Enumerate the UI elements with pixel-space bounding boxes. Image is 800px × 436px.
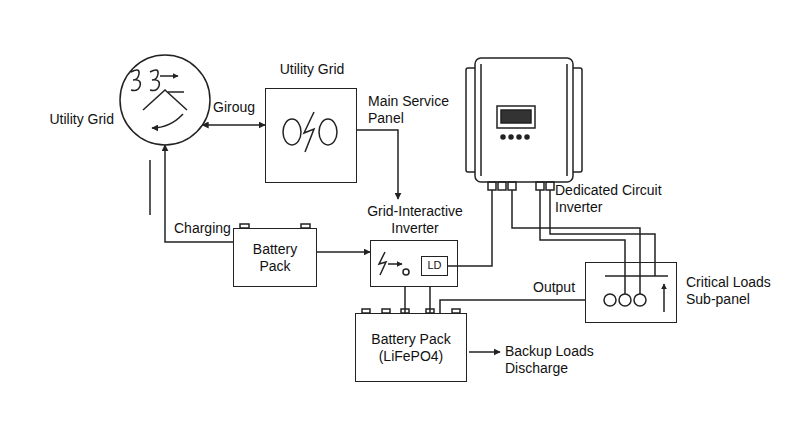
connector [440,300,585,313]
grid-lead [149,160,151,215]
connector [404,287,406,313]
panel-wire [625,262,655,294]
ld-box: LD [421,256,448,276]
battery-box: Battery Pack [233,228,317,287]
busbar [605,275,668,277]
device-button [525,135,529,139]
connector [317,251,370,253]
node-heading: Utility Grid [252,61,372,78]
device-screen [497,106,535,128]
device-button [501,135,505,139]
sub-panel-box: Critical Loads Sub-panel [585,262,677,323]
node-heading: Critical Loads Sub-panel [686,274,796,308]
grid-curve-arrow [152,114,183,128]
connector [357,130,398,199]
edge-label: Giroug [211,99,257,116]
device-terminal [498,182,506,190]
annotation: Backup Loads Discharge [505,343,609,377]
node-heading: Main Service Panel [368,93,460,127]
node-label: Battery Pack (LiFePO4) [363,331,459,365]
breaker-circle [619,294,631,306]
inverter-arrow [388,263,402,265]
grid-circle-node: Utility Grid [120,55,210,145]
service-panel-box: Utility GridMain Service Panel [265,88,357,183]
grid-circle [120,55,210,145]
grid-squiggle [150,70,159,91]
device-terminal [536,182,544,190]
node-heading: Grid-Interactive Inverter [355,203,475,237]
breaker-symbol [319,119,337,145]
connector [202,124,265,126]
grid-tick [168,91,184,93]
breaker-symbol [283,119,301,145]
device-terminal [508,182,516,190]
device-display [501,110,531,123]
node-heading: Dedicated Circuit Inverter [555,182,671,216]
bolt-symbol [379,252,386,275]
connector [165,145,233,242]
connector [448,190,492,266]
node-label: Battery Pack [244,241,306,275]
breaker-circle [634,294,646,306]
grid-chevron [143,90,187,110]
device-body [475,58,573,182]
inverter-node [403,269,409,275]
edge-label: Charging [172,220,233,237]
node-label: LD [427,259,441,272]
grid-tick [160,75,178,77]
battery-box: Battery Pack (LiFePO4) [355,313,467,382]
inverter-device: Dedicated Circuit Inverter [462,55,582,190]
panel-arrow [663,284,665,312]
bolt-symbol [304,112,314,152]
device-terminal [546,182,554,190]
breaker-circle [604,294,616,306]
discharge-arrow [469,351,500,353]
node-heading: Utility Grid [22,111,114,128]
device-button [517,135,521,139]
device-edge [481,64,567,176]
grid-squiggle [131,70,140,91]
device-button [509,135,513,139]
device-terminal [488,182,496,190]
inverter-box: Grid-Interactive InverterLD [370,240,458,287]
edge-label: Output [531,279,577,296]
